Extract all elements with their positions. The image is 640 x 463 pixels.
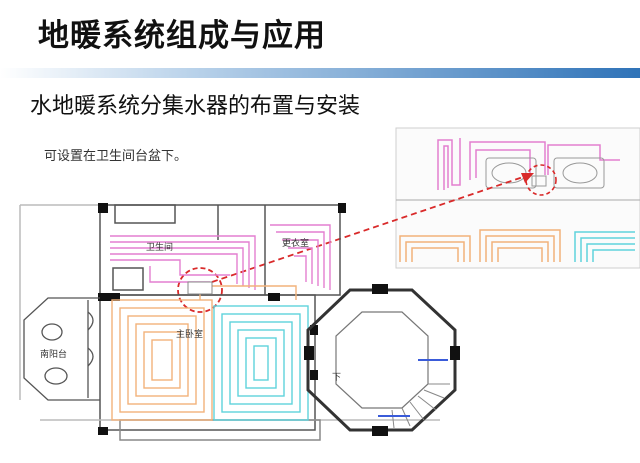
bedroom-cyan-pipes bbox=[213, 305, 309, 421]
label-stairs-down: 下 bbox=[332, 373, 341, 383]
slide-title: 地暖系统组成与应用 bbox=[38, 18, 326, 54]
inset-cyan-pipes bbox=[574, 231, 635, 262]
inset-zoom-view bbox=[395, 127, 640, 269]
label-south-balcony: 南阳台 bbox=[40, 348, 67, 360]
installation-note: 可设置在卫生间台盆下。 bbox=[44, 149, 188, 164]
wall-stubs bbox=[98, 203, 346, 435]
title-underline-bar bbox=[0, 68, 640, 78]
callout-circle-plan bbox=[177, 267, 223, 313]
inset-pink-pipes bbox=[437, 138, 620, 190]
manifold-marker bbox=[187, 281, 213, 295]
label-master-bedroom: 主卧室 bbox=[176, 328, 203, 340]
inset-orange-pipes bbox=[399, 229, 561, 262]
callout-circle-inset bbox=[525, 164, 557, 196]
balcony-outline bbox=[23, 297, 100, 401]
slide-subtitle: 水地暖系统分集水器的布置与安装 bbox=[30, 94, 361, 119]
octagon-stair-tower bbox=[304, 284, 460, 436]
label-dressing-room: 更衣室 bbox=[282, 237, 309, 249]
label-bathroom: 卫生间 bbox=[146, 241, 173, 253]
bathroom-pink-pipes bbox=[110, 224, 331, 290]
